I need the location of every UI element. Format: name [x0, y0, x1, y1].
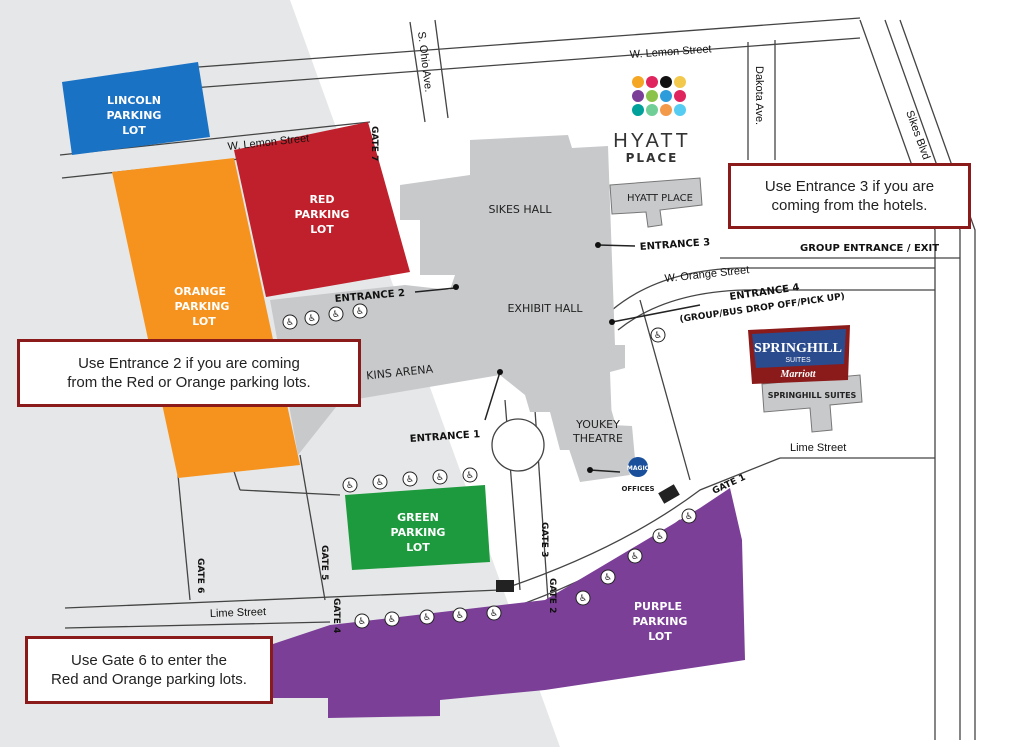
youkey-annex [556, 405, 630, 482]
youkey-label-1: YOUKEY [575, 418, 620, 431]
sikes-hall-label: SIKES HALL [489, 203, 553, 216]
hyatt-building-label: HYATT PLACE [627, 193, 693, 204]
callout-gate-6-line-2: Red and Orange parking lots. [51, 671, 247, 688]
accessible-icons: ♿ ♿ ♿ ♿ ♿ ♿ ♿ ♿ ♿ ♿ ♿ ♿ ♿ ♿ ♿ ♿ ♿ ♿ ♿ ♿ [282, 303, 697, 629]
accessible-icon: ♿ [358, 617, 366, 627]
entrance-1-label: ENTRANCE 1 [409, 429, 480, 445]
lot-labels: LINCOLN PARKING LOT RED PARKING LOT ORAN… [107, 94, 688, 643]
accessible-icon: ♿ [388, 615, 396, 625]
entrance-dots [453, 242, 615, 473]
group-entrance-label: GROUP ENTRANCE / EXIT [800, 243, 939, 254]
accessible-icon: ♿ [308, 314, 316, 324]
purple-lot-line-3: LOT [648, 630, 672, 643]
crosswalks [496, 484, 680, 592]
hyatt-logo-text-2: PLACE [626, 151, 679, 165]
springhill-logo-inner [752, 329, 846, 368]
accessible-icon: ♿ [423, 613, 431, 623]
entrance-markers [414, 244, 701, 473]
gate-2-label: GATE 2 [547, 578, 557, 613]
lincoln-lot [62, 62, 210, 155]
accessible-icon: ♿ [631, 552, 639, 562]
accessible-icon: ♿ [332, 310, 340, 320]
roundabout [491, 418, 545, 472]
accessible-icon: ♿ [436, 473, 444, 483]
magic-logo [628, 457, 648, 477]
entrance-3-label: ENTRANCE 3 [639, 237, 710, 253]
building-labels: SIKES HALL EXHIBIT HALL KINS ARENA YOUKE… [366, 193, 857, 445]
green-lot [345, 485, 490, 570]
lincoln-lot-line-1: LINCOLN [107, 94, 161, 107]
accessible-icon: ♿ [654, 331, 662, 341]
gate-6-label: GATE 6 [195, 558, 205, 593]
gate-7-label: GATE 7 [369, 126, 379, 161]
callout-entrance-2: Use Entrance 2 if you are coming from th… [17, 339, 361, 407]
hyatt-logo [632, 76, 686, 116]
dakota-label: Dakota Ave. [753, 66, 765, 125]
purple-lot [270, 488, 745, 718]
gate-3-label: GATE 3 [539, 522, 549, 557]
red-lot [234, 122, 410, 297]
green-lot-line-2: PARKING [391, 526, 446, 539]
accessible-icon: ♿ [286, 318, 294, 328]
green-lot-line-3: LOT [406, 541, 430, 554]
springhill-logo-text-1: SPRINGHILL [754, 341, 842, 356]
accessible-icon: ♿ [466, 471, 474, 481]
callout-entrance-2-line-2: from the Red or Orange parking lots. [67, 374, 311, 391]
red-lot-line-3: LOT [310, 223, 334, 236]
red-lot-line-2: PARKING [295, 208, 350, 221]
w-lemon-top-label: W. Lemon Street [629, 43, 712, 61]
orange-lot-line-2: PARKING [175, 300, 230, 313]
springhill-building [761, 374, 863, 433]
accessible-icon: ♿ [579, 594, 587, 604]
magic-logo-text: MAGIC [627, 465, 650, 472]
callout-gate-6-line-1: Use Gate 6 to enter the [71, 651, 227, 669]
accessible-icon: ♿ [356, 307, 364, 317]
purple-lot-line-1: PURPLE [634, 600, 682, 613]
callout-entrance-2-line-1: Use Entrance 2 if you are coming [78, 354, 300, 372]
accessible-icon: ♿ [685, 512, 693, 522]
lincoln-lot-line-3: LOT [122, 124, 146, 137]
marriott-logo-text: Marriott [779, 369, 816, 380]
accessible-icon: ♿ [604, 573, 612, 583]
gate-4-label: GATE 4 [331, 598, 341, 633]
accessible-icon: ♿ [456, 611, 464, 621]
callout-gate-6: Use Gate 6 to enter the Red and Orange p… [25, 636, 273, 704]
gate-5-label: GATE 5 [319, 545, 329, 580]
youkey-label-2: THEATRE [572, 432, 623, 445]
springhill-logo-text-2: SUITES [785, 357, 811, 364]
s-ohio-label: S. Ohio Ave. [415, 31, 434, 93]
hyatt-logo-text-1: HYATT [613, 130, 691, 152]
lime-right-label: Lime Street [790, 442, 846, 454]
callout-entrance-3-line-1: Use Entrance 3 if you are [764, 177, 935, 195]
exhibit-hall-label: EXHIBIT HALL [507, 302, 583, 315]
accessible-icon: ♿ [376, 478, 384, 488]
callout-entrance-3: Use Entrance 3 if you are coming from th… [728, 163, 971, 229]
magic-offices-label: OFFICES [621, 485, 654, 493]
orange-lot-line-1: ORANGE [174, 285, 226, 298]
red-lot-line-1: RED [309, 193, 334, 206]
accessible-icon: ♿ [346, 481, 354, 491]
w-orange-label: W. Orange Street [664, 264, 750, 285]
springhill-building-label: SPRINGHILL SUITES [768, 391, 857, 400]
accessible-icon: ♿ [490, 609, 498, 619]
accessible-icon: ♿ [656, 532, 664, 542]
lincoln-lot-line-2: PARKING [107, 109, 162, 122]
orange-lot-line-3: LOT [192, 315, 216, 328]
callout-entrance-3-line-2: coming from the hotels. [771, 197, 928, 214]
hyatt-building [609, 177, 703, 228]
lime-left-label: Lime Street [210, 606, 267, 620]
green-lot-line-1: GREEN [397, 511, 439, 524]
purple-lot-line-2: PARKING [633, 615, 688, 628]
accessible-icon: ♿ [406, 475, 414, 485]
main-building [270, 135, 636, 476]
